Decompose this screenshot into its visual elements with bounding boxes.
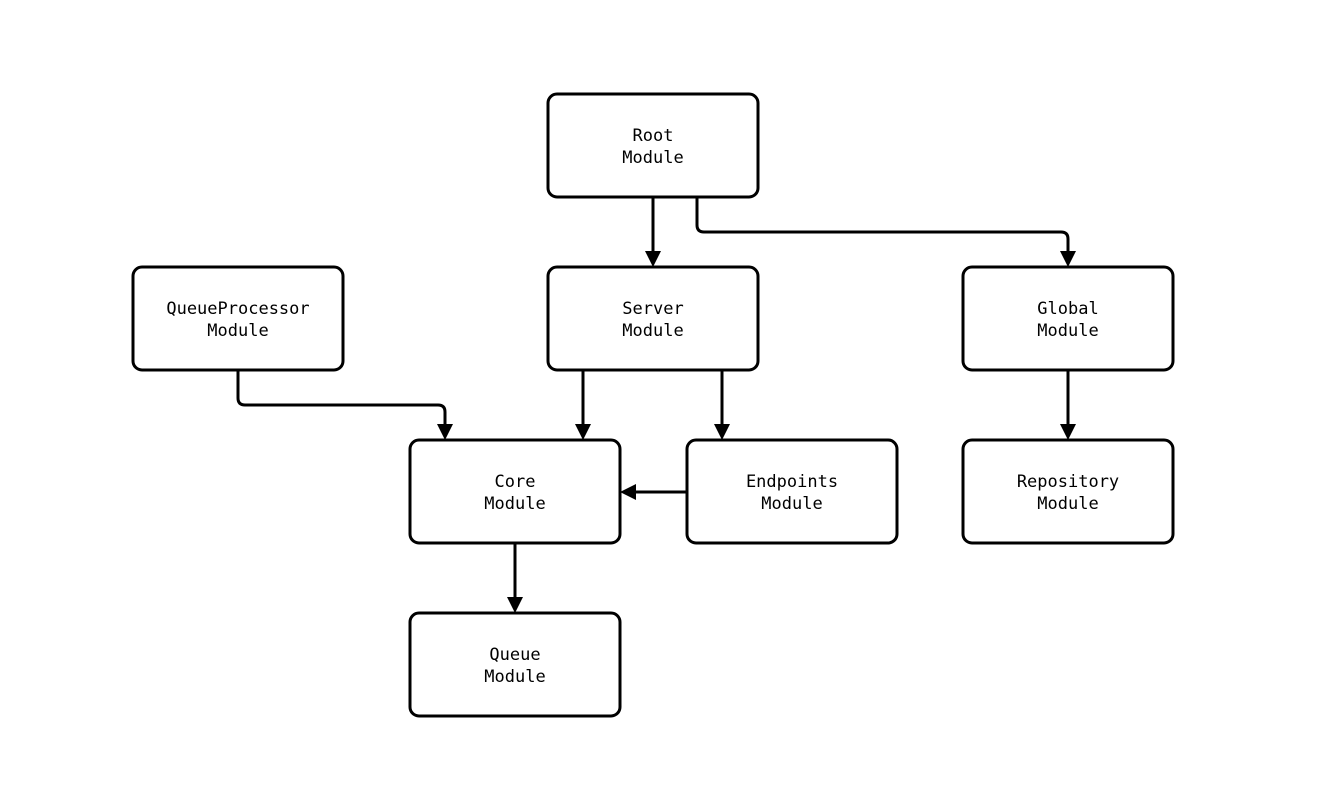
node-core-module-label-line1: Core [495, 472, 536, 492]
edge-global-to-repository-arrowhead [1060, 424, 1076, 440]
edge-root-to-global-arrowhead [1060, 251, 1076, 267]
edge-server-to-endpoints-arrowhead [714, 424, 730, 440]
node-repository-module[interactable]: Repository Module [961, 438, 1175, 545]
node-root-module[interactable]: Root Module [546, 92, 760, 199]
edge-server-to-core [575, 370, 591, 440]
edge-root-to-server [645, 197, 661, 267]
edge-queueprocessor-to-core-line [236, 370, 447, 426]
node-global-module-box[interactable] [961, 265, 1175, 372]
node-queue-module-box[interactable] [408, 611, 622, 718]
node-root-module-label-line1: Root [633, 126, 674, 146]
node-root-module-label-line2: Module [622, 148, 683, 168]
node-endpoints-module-label-line1: Endpoints [746, 472, 838, 492]
node-endpoints-module-box[interactable] [685, 438, 899, 545]
node-repository-module-label-line2: Module [1037, 494, 1098, 514]
node-queueprocessor-module[interactable]: QueueProcessor Module [131, 265, 345, 372]
node-core-module-box[interactable] [408, 438, 622, 545]
edge-queueprocessor-to-core [236, 370, 453, 440]
edge-endpoints-to-core-arrowhead [620, 484, 636, 500]
edge-server-to-core-arrowhead [575, 424, 591, 440]
node-queueprocessor-module-box[interactable] [131, 265, 345, 372]
edge-server-to-endpoints [714, 370, 730, 440]
node-repository-module-label-line1: Repository [1017, 472, 1119, 492]
node-root-module-box[interactable] [546, 92, 760, 199]
node-core-module[interactable]: Core Module [408, 438, 622, 545]
node-endpoints-module-label-line2: Module [761, 494, 822, 514]
edge-global-to-repository [1060, 370, 1076, 440]
node-repository-module-box[interactable] [961, 438, 1175, 545]
node-server-module-label-line1: Server [622, 299, 683, 319]
node-server-module[interactable]: Server Module [546, 265, 760, 372]
node-queue-module[interactable]: Queue Module [408, 611, 622, 718]
node-server-module-label-line2: Module [622, 321, 683, 341]
node-queue-module-label-line1: Queue [489, 645, 540, 665]
node-core-module-label-line2: Module [484, 494, 545, 514]
edge-queueprocessor-to-core-arrowhead [437, 424, 453, 440]
node-global-module-label-line1: Global [1037, 299, 1098, 319]
edge-root-to-global-line [695, 197, 1070, 253]
edge-core-to-queue-arrowhead [507, 597, 523, 613]
node-queue-module-label-line2: Module [484, 667, 545, 687]
edge-root-to-server-arrowhead [645, 251, 661, 267]
edge-endpoints-to-core [620, 484, 687, 500]
edge-root-to-global [695, 197, 1076, 267]
node-global-module-label-line2: Module [1037, 321, 1098, 341]
node-endpoints-module[interactable]: Endpoints Module [685, 438, 899, 545]
node-queueprocessor-module-label-line1: QueueProcessor [166, 299, 309, 319]
node-server-module-box[interactable] [546, 265, 760, 372]
node-global-module[interactable]: Global Module [961, 265, 1175, 372]
node-queueprocessor-module-label-line2: Module [207, 321, 268, 341]
edge-core-to-queue [507, 543, 523, 613]
